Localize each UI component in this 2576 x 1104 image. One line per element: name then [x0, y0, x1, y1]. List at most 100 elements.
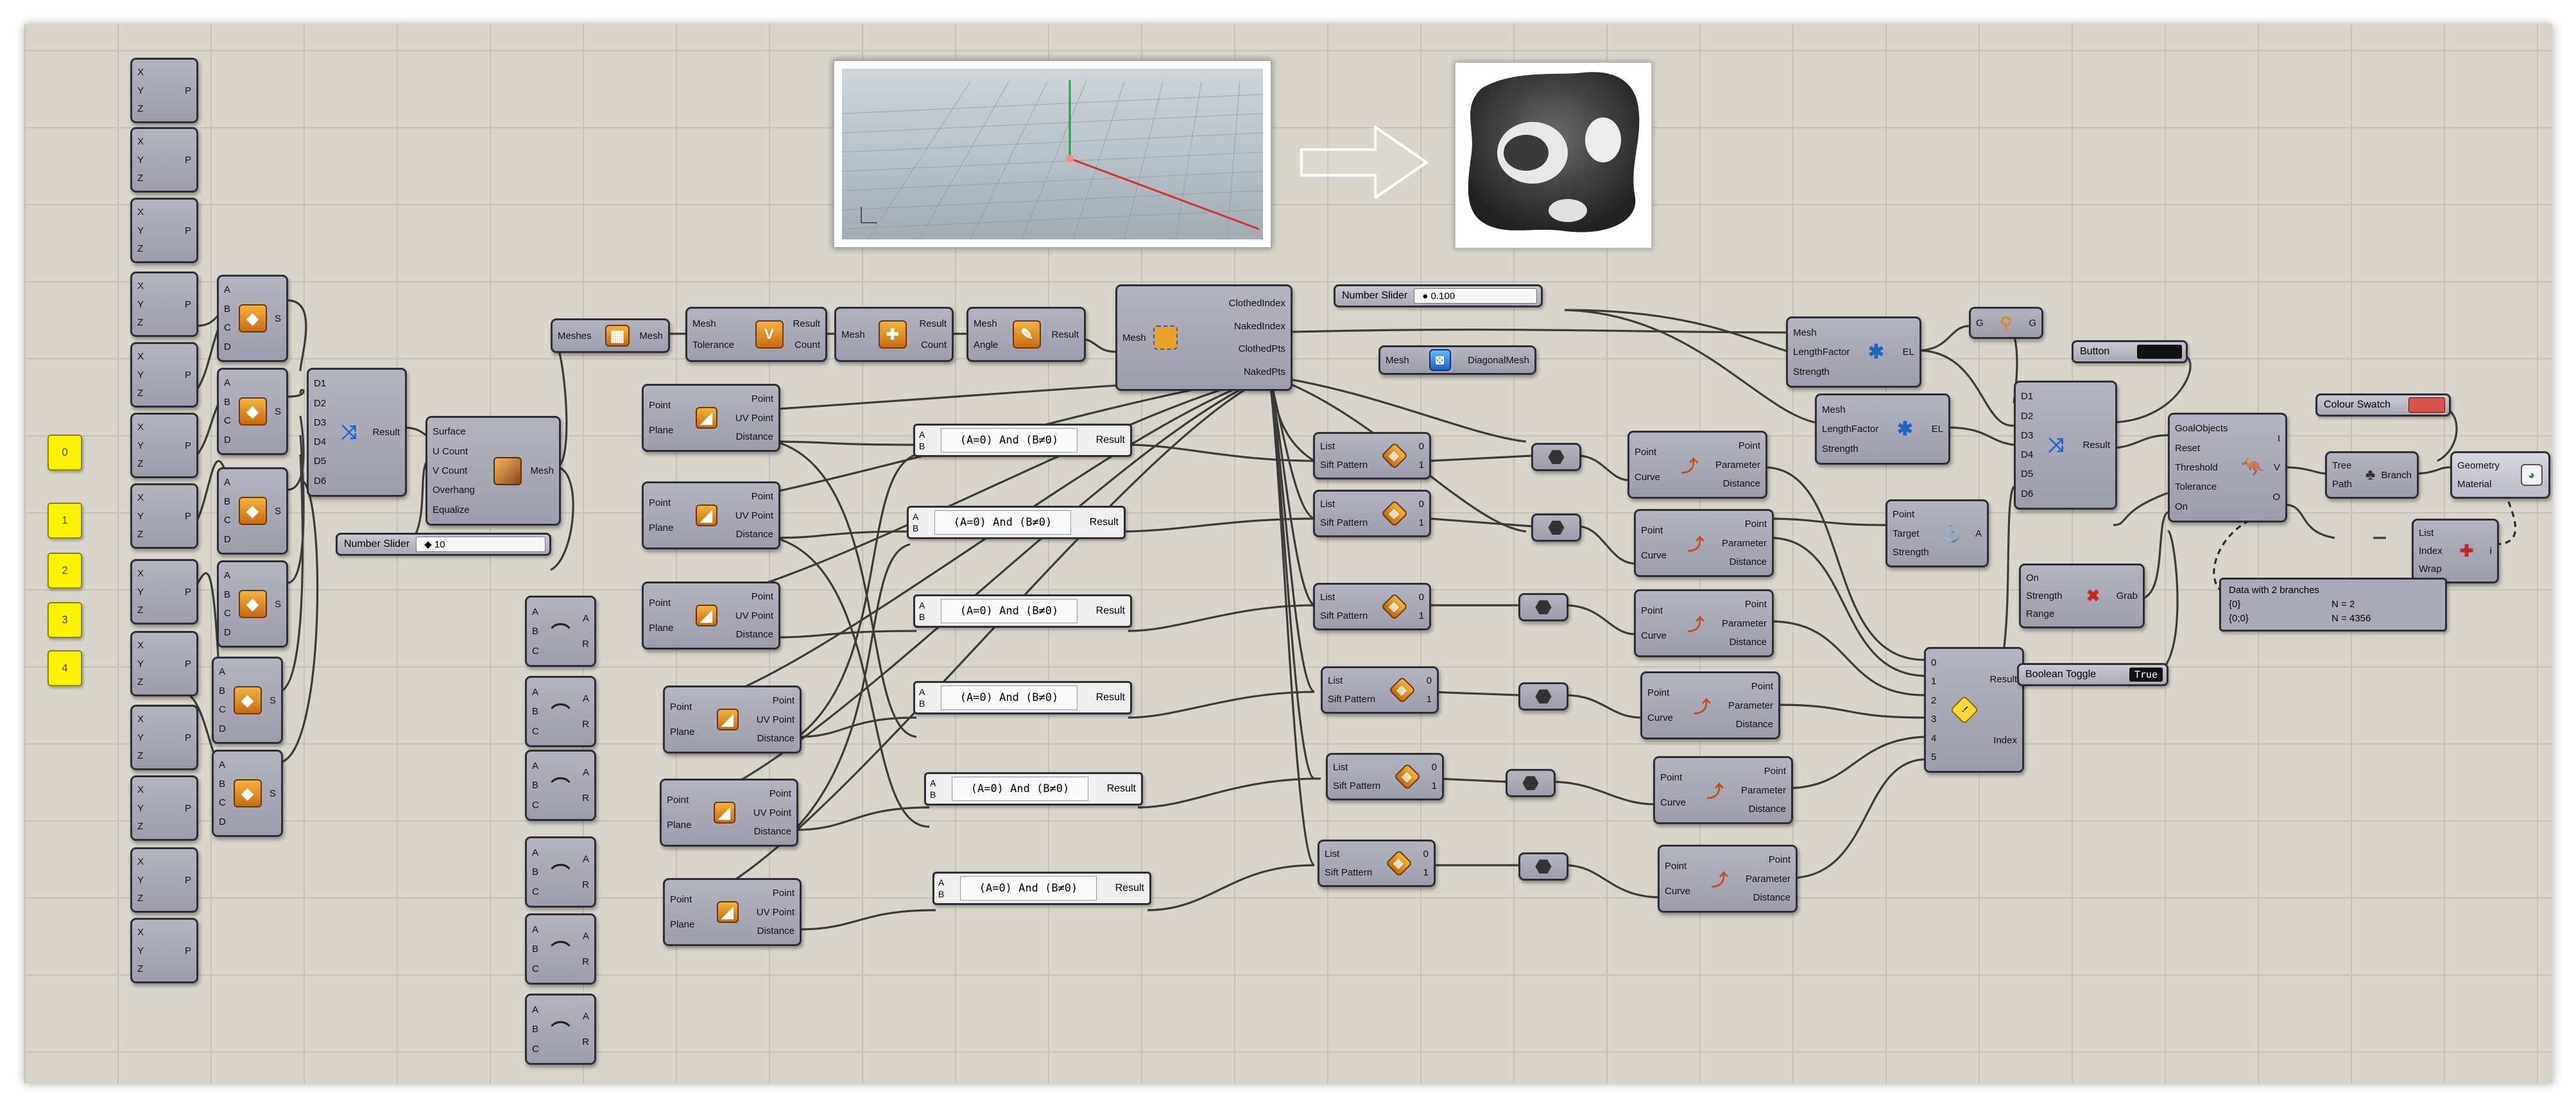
- expression-code[interactable]: (A=0) And (B≠0): [960, 876, 1097, 901]
- diagonal-mesh-node[interactable]: Mesh ⊠ DiagonalMesh: [1378, 345, 1536, 375]
- toggle-value[interactable]: True: [2129, 668, 2163, 682]
- curve-param[interactable]: ⬣: [1531, 443, 1581, 471]
- data-panel[interactable]: Data with 2 branches {0}N = 2 {0;0}N = 4…: [2219, 578, 2447, 632]
- param-pin-0[interactable]: 0: [47, 435, 82, 470]
- closest-point-icon: ◢: [695, 505, 717, 526]
- number-slider-top[interactable]: Number Slider ● 0.100: [1334, 284, 1543, 307]
- slider-track[interactable]: ● 0.100: [1414, 288, 1537, 304]
- expression-code[interactable]: (A=0) And (B≠0): [941, 599, 1078, 623]
- button-node[interactable]: Button: [2072, 340, 2188, 363]
- curve-param[interactable]: ⬣: [1531, 513, 1581, 542]
- colour-chip[interactable]: [2409, 397, 2445, 413]
- param-pin-1[interactable]: 1: [47, 503, 82, 539]
- goal-param-node[interactable]: G ⚲ G: [1969, 307, 2043, 339]
- sift-icon: ▤: [1393, 763, 1421, 791]
- slider-track[interactable]: ◆ 10: [416, 537, 545, 552]
- expression-code[interactable]: (A=0) And (B≠0): [941, 686, 1078, 710]
- param-pin-2[interactable]: 2: [47, 553, 82, 589]
- param-pin-3[interactable]: 3: [47, 602, 82, 638]
- param-pin-4[interactable]: 4: [47, 650, 82, 686]
- curve-param[interactable]: ⬣: [1518, 593, 1568, 621]
- boolean-toggle-node[interactable]: Boolean Toggle True: [2017, 663, 2168, 686]
- expression-code[interactable]: (A=0) And (B≠0): [941, 428, 1078, 453]
- expression-code[interactable]: (A=0) And (B≠0): [952, 777, 1088, 801]
- curve-param[interactable]: ⬣: [1518, 682, 1568, 711]
- expression-code[interactable]: (A=0) And (B≠0): [934, 510, 1071, 535]
- number-slider[interactable]: Number Slider ◆ 10: [336, 533, 551, 556]
- mesh-join-node[interactable]: Meshes ▦ Mesh: [551, 318, 670, 353]
- button-face[interactable]: [2137, 345, 2182, 359]
- curve-param[interactable]: ⬣: [1506, 769, 1556, 797]
- colour-swatch-node[interactable]: Colour Swatch: [2315, 393, 2451, 417]
- curve-param[interactable]: ⬣: [1518, 852, 1568, 881]
- arc-icon: ⌒: [551, 1021, 571, 1042]
